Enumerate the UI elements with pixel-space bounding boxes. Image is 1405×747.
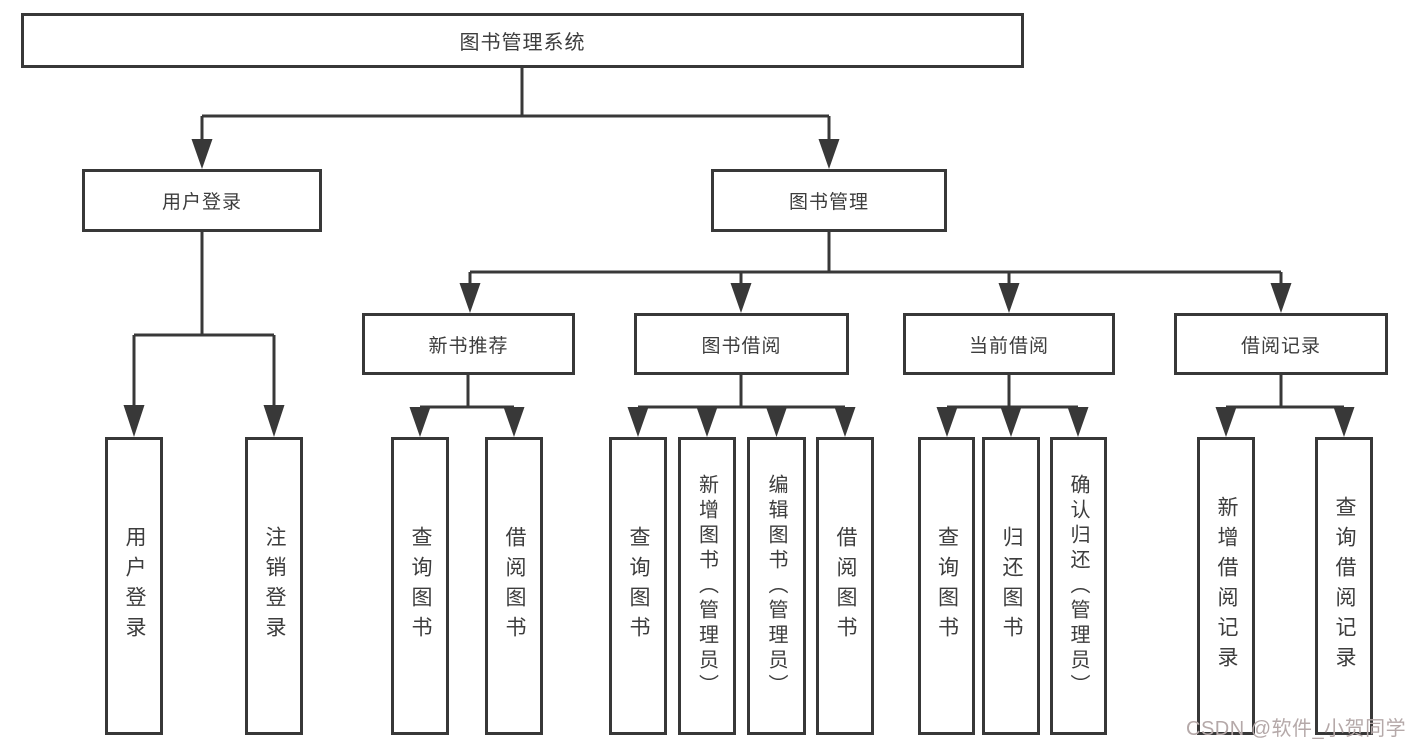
leaf-query-books-borrow: 查询图书 [609,437,667,735]
connector-current-borrow [947,375,1078,409]
node-current-borrow: 当前借阅 [903,313,1115,375]
arrow-down-icon [1333,407,1355,437]
node-book-management: 图书管理 [711,169,947,232]
arrow-down-icon [818,139,840,169]
arrow-down-icon [766,407,787,437]
arrow-down-icon [409,407,431,437]
node-new-book-recommend: 新书推荐 [362,313,575,375]
arrow-down-icon [1000,407,1022,437]
arrow-down-icon [1270,283,1292,313]
connector-book-management [468,231,1283,283]
arrow-down-icon [627,407,649,437]
arrow-down-icon [503,407,525,437]
arrow-down-icon [936,407,958,437]
leaf-edit-books-admin: 编辑图书（管理员） [747,437,806,735]
leaf-user-login: 用户登录 [105,437,163,735]
connector-new-book [420,375,514,409]
connector-root [200,68,831,139]
arrow-down-icon [123,405,145,437]
arrow-down-icon [191,139,213,169]
node-book-borrow: 图书借阅 [634,313,849,375]
arrow-down-icon [998,283,1020,313]
leaf-add-borrow-record: 新增借阅记录 [1197,437,1255,735]
leaf-confirm-return-admin: 确认归还（管理员） [1050,437,1107,735]
connector-book-borrow [638,375,845,409]
connector-borrow-records [1226,375,1344,409]
node-user-login-group: 用户登录 [82,169,322,232]
csdn-watermark: CSDN @软件_小贺同学 [1186,718,1405,740]
leaf-add-books-admin: 新增图书（管理员） [678,437,736,735]
arrow-down-icon [730,283,752,313]
arrow-down-icon [263,405,285,437]
leaf-query-borrow-record: 查询借阅记录 [1315,437,1373,735]
arrow-down-icon [1215,407,1237,437]
arrow-down-icon [696,407,718,437]
leaf-query-books-recommend: 查询图书 [391,437,449,735]
leaf-borrow-books-recommend: 借阅图书 [485,437,543,735]
leaf-borrow-books: 借阅图书 [816,437,874,735]
node-borrow-records: 借阅记录 [1174,313,1388,375]
node-library-management-system: 图书管理系统 [21,13,1024,68]
arrow-down-icon [459,283,481,313]
leaf-query-books-current: 查询图书 [918,437,975,735]
arrowheads [123,139,1355,437]
arrow-down-icon [1067,407,1089,437]
leaf-return-books: 归还图书 [982,437,1040,735]
connector-user-login [132,232,276,405]
leaf-logout: 注销登录 [245,437,303,735]
arrow-down-icon [834,407,856,437]
